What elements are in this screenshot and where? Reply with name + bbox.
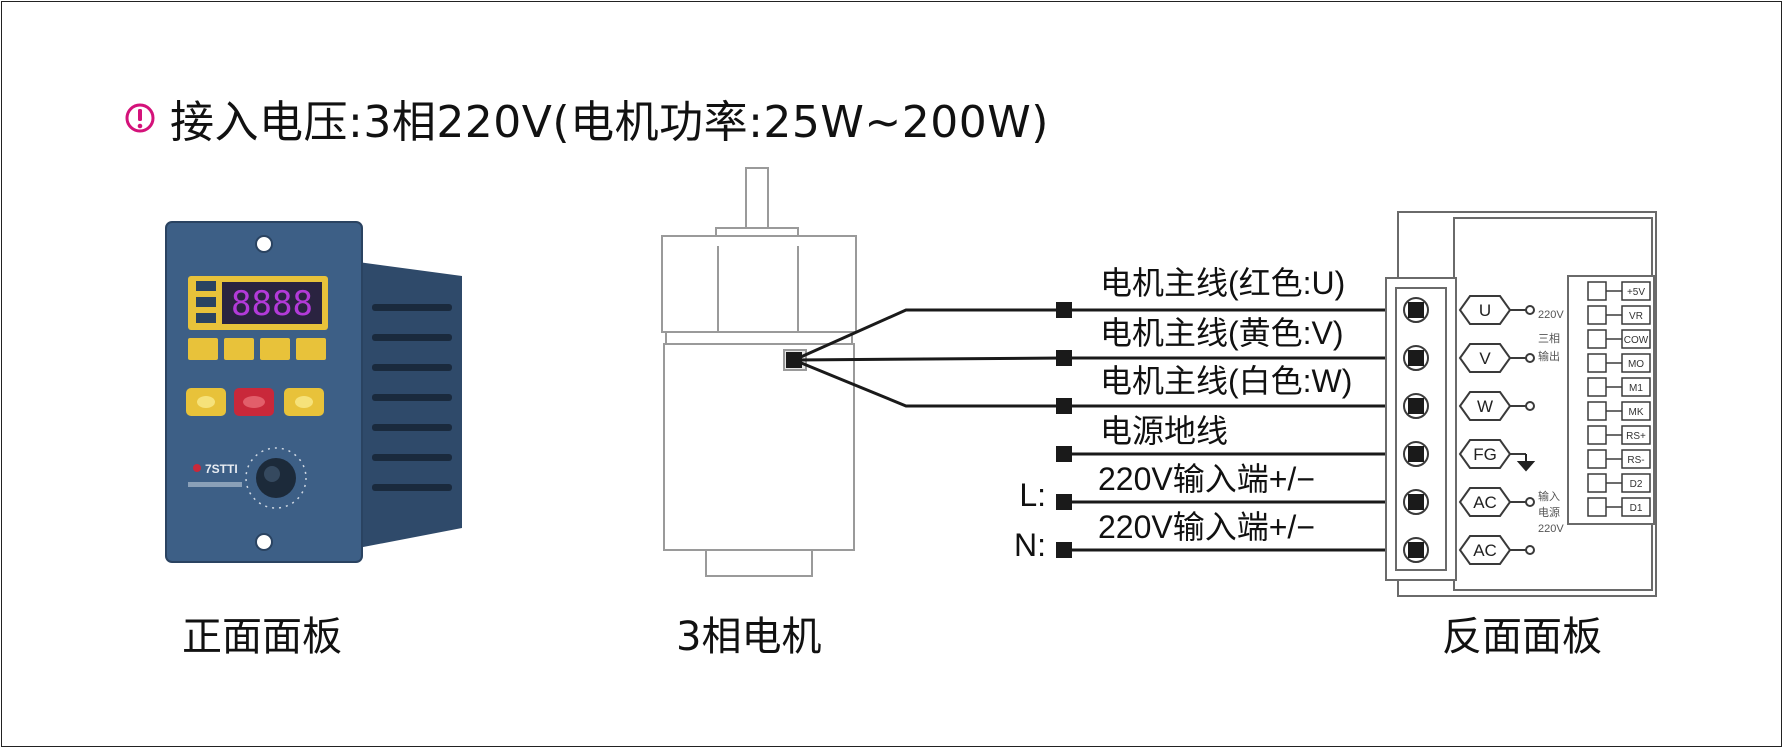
motor-gear-head xyxy=(661,235,857,333)
small-label-three-phase: 三相 xyxy=(1538,332,1560,345)
heading-text: 接入电压:3相220V(电机功率:25W~200W) xyxy=(170,97,1049,148)
junction-l xyxy=(1056,494,1072,510)
signal-label-m1: M1 xyxy=(1629,383,1643,394)
mount-hole-top xyxy=(255,235,273,253)
signal-label-cow: COW xyxy=(1624,335,1649,346)
signal-label-vr: VR xyxy=(1629,311,1643,322)
small-key-4[interactable] xyxy=(296,338,326,360)
terminal-label-w: W xyxy=(1477,397,1493,416)
front-panel: 8888 7STTI xyxy=(165,221,462,563)
small-key-3[interactable] xyxy=(260,338,290,360)
small-key-1[interactable] xyxy=(188,338,218,360)
motor-body xyxy=(663,343,855,551)
signal-terminals: +5V VR COW MO M1 MK RS+ RS- D2 D1 xyxy=(1587,281,1651,517)
wires xyxy=(793,308,1416,552)
heading: 接入电压:3相220V(电机功率:25W~200W) xyxy=(124,92,1049,148)
wire-label-ground: 电源地线 xyxy=(1100,413,1228,449)
power-terminals xyxy=(1403,297,1429,563)
junction-w xyxy=(1056,398,1072,414)
brand-text: 7STTI xyxy=(205,462,238,476)
wire-junctions xyxy=(786,302,1072,558)
knob-scale xyxy=(245,447,307,509)
power-terminal-labels: U V W FG AC AC xyxy=(1458,295,1536,565)
terminal-label-v: V xyxy=(1479,349,1491,368)
motor-connector xyxy=(786,352,802,368)
junction-v xyxy=(1056,350,1072,366)
terminal-label-ac1: AC xyxy=(1473,493,1497,512)
ground-icon xyxy=(1516,454,1536,472)
small-label-220v-bottom: 220V xyxy=(1538,523,1564,535)
caption-front-panel: 正面面板 xyxy=(182,614,342,660)
small-keys xyxy=(188,338,326,360)
small-label-input: 输入 xyxy=(1538,489,1560,503)
terminal-label-ac2: AC xyxy=(1473,541,1497,560)
junction-ground xyxy=(1056,446,1072,462)
signal-label-d1: D1 xyxy=(1630,503,1643,514)
signal-label-5v: +5V xyxy=(1627,287,1645,298)
front-panel-vents xyxy=(372,304,452,491)
display-screen xyxy=(222,282,322,324)
wire-label-n: 220V输入端+/− xyxy=(1098,509,1315,545)
mount-hole-bottom xyxy=(255,533,273,551)
junction-u xyxy=(1056,302,1072,318)
caption-motor: 3相电机 xyxy=(676,614,822,660)
small-label-power: 电源 xyxy=(1538,505,1560,519)
wire-prefix-n: N: xyxy=(1014,527,1046,563)
warning-circle-icon xyxy=(125,103,155,133)
terminal-label-fg: FG xyxy=(1473,445,1497,464)
terminal-label-u: U xyxy=(1479,301,1491,320)
wire-label-l: 220V输入端+/− xyxy=(1098,461,1315,497)
motor xyxy=(661,167,857,577)
signal-label-mo: MO xyxy=(1628,359,1644,370)
signal-label-d2: D2 xyxy=(1630,479,1643,490)
display-digits: 8888 xyxy=(231,284,313,324)
signal-label-rs-plus: RS+ xyxy=(1626,431,1646,442)
wire-prefix-l: L: xyxy=(1019,477,1046,513)
wire-label-w: 电机主线(白色:W) xyxy=(1100,363,1352,399)
signal-label-rs-minus: RS- xyxy=(1627,455,1644,466)
junction-n xyxy=(1056,542,1072,558)
brand-logo-icon xyxy=(193,464,201,472)
caption-rear-panel: 反面面板 xyxy=(1442,614,1602,660)
wire-label-v: 电机主线(黄色:V) xyxy=(1100,315,1344,351)
front-panel-side xyxy=(358,262,462,548)
small-label-output: 输出 xyxy=(1538,349,1560,363)
small-key-2[interactable] xyxy=(224,338,254,360)
motor-base xyxy=(705,549,813,577)
wire-label-u: 电机主线(红色:U) xyxy=(1100,265,1345,301)
small-label-220v-top: 220V xyxy=(1538,309,1564,321)
signal-label-mk: MK xyxy=(1629,407,1644,418)
